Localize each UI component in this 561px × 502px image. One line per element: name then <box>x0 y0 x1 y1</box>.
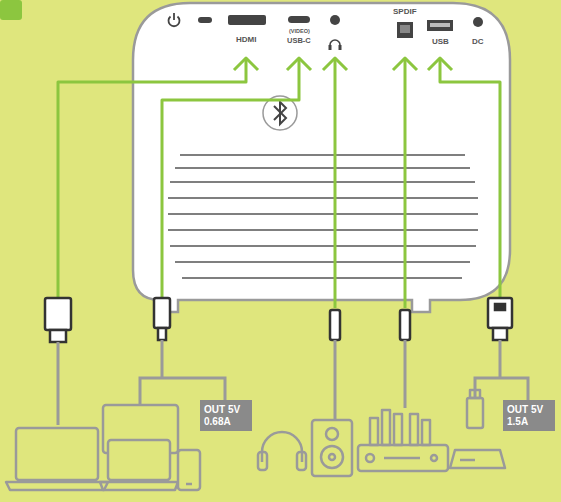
output-rating: OUT 5V 1.5A <box>507 404 551 427</box>
vents <box>168 155 478 278</box>
port-label: SPDIF <box>393 8 417 16</box>
output-rating: OUT 5V 0.68A <box>204 404 248 427</box>
port-label: USB <box>432 38 449 46</box>
output-rating-box: OUT 5V 1.5A <box>503 400 555 431</box>
bluetooth-symbol <box>274 102 286 124</box>
projector-body <box>133 3 510 312</box>
connection-lines <box>58 58 500 308</box>
port-label: HDMI <box>236 36 256 44</box>
port-label: USB-C <box>287 37 311 45</box>
ports <box>169 13 484 50</box>
corner-tab <box>0 0 22 20</box>
plugs <box>45 298 512 342</box>
device-cables <box>58 340 528 425</box>
output-rating-box: OUT 5V 0.68A <box>200 400 252 431</box>
port-label: (VIDEO) <box>289 29 310 35</box>
port-label: DC <box>472 38 484 46</box>
devices <box>6 390 505 490</box>
